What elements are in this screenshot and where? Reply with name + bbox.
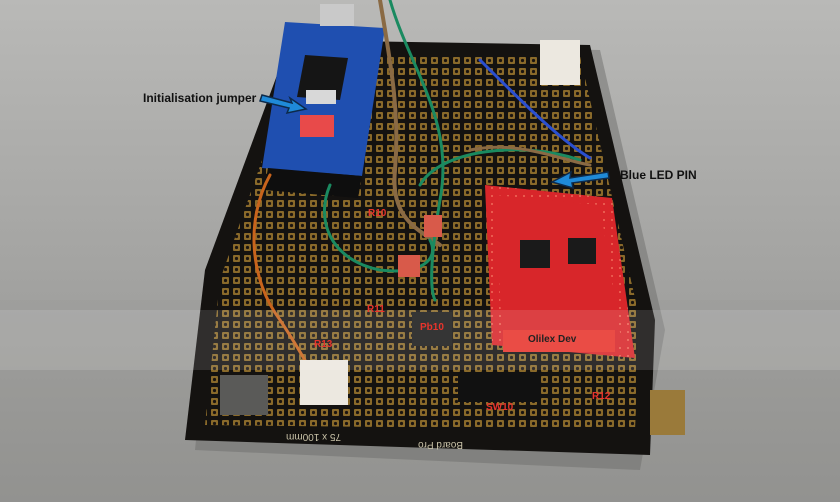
label-sw10: SW10 [486, 402, 514, 413]
callout-arrows [259, 94, 610, 190]
module-label: Olilex Dev [528, 334, 577, 345]
label-r10: R10 [368, 208, 387, 219]
board-size-print: 75 x 100mm [286, 431, 342, 442]
label-pb10: Pb10 [420, 322, 444, 333]
init-jumper-arrow [259, 94, 308, 115]
arduino-nano [262, 4, 385, 198]
esp-module [485, 185, 635, 358]
light-strip [0, 310, 840, 370]
blue-led-arrow [549, 170, 610, 190]
board-name-print: Board Pro [418, 439, 464, 450]
label-r11: R11 [367, 304, 385, 315]
label-r13: R13 [314, 339, 333, 350]
components [220, 40, 685, 435]
blue-led-callout: Blue LED PIN [620, 168, 697, 182]
label-r12: R12 [592, 391, 611, 402]
init-jumper-callout: Initialisation jumper [143, 91, 257, 105]
